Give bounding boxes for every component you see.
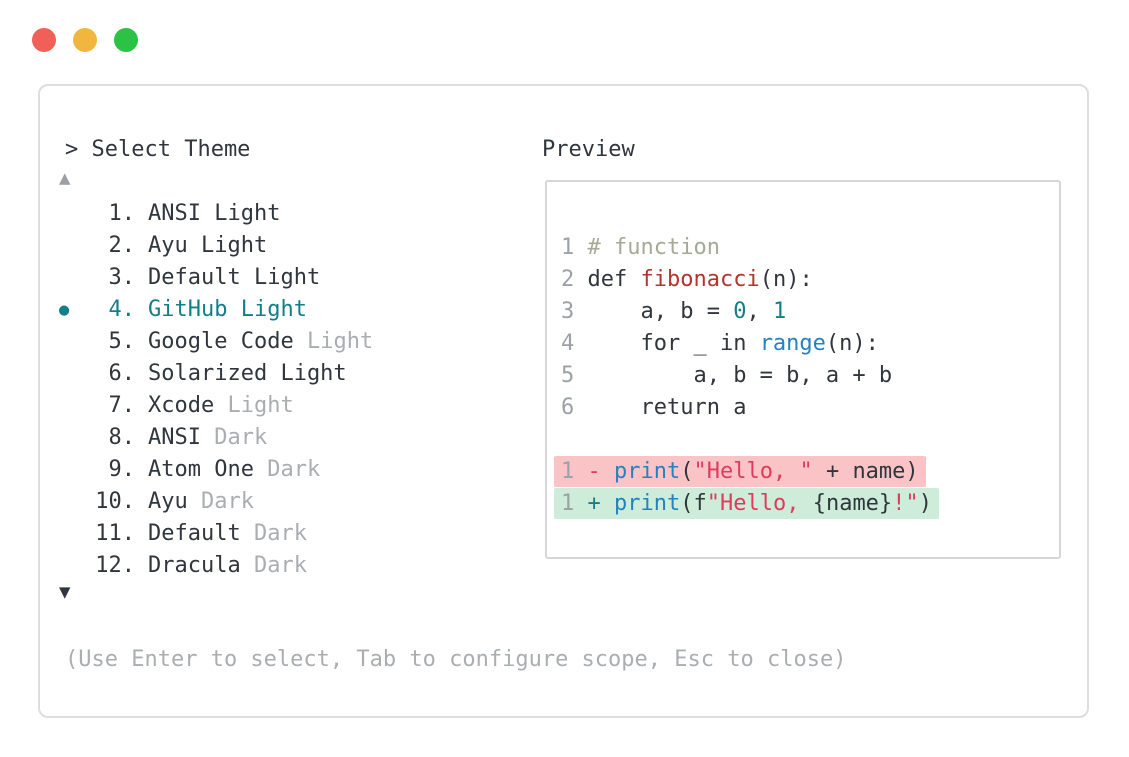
line-number: 4 — [561, 331, 588, 356]
select-theme-prompt: > Select Theme — [65, 137, 251, 162]
theme-list-item[interactable]: 12. Dracula Dark — [40, 550, 510, 582]
selected-indicator-icon — [59, 262, 89, 294]
theme-number: 2. — [108, 233, 136, 258]
selected-indicator-icon — [59, 390, 89, 422]
theme-name: Ayu Light — [148, 233, 268, 258]
code-line — [561, 424, 1059, 456]
theme-list-item[interactable]: 11. Default Dark — [40, 518, 510, 550]
line-number: 5 — [561, 363, 588, 388]
theme-variant-label: Dark — [267, 457, 321, 482]
selected-indicator-icon — [59, 198, 89, 230]
theme-variant-label: Dark — [253, 521, 307, 546]
theme-name: Default Light — [148, 265, 321, 290]
theme-number: 9. — [108, 457, 136, 482]
theme-number: 11. — [95, 521, 135, 546]
line-number: 1 — [561, 235, 588, 260]
theme-name: Ayu — [148, 489, 201, 514]
theme-number: 6. — [108, 361, 136, 386]
theme-name: ANSI Light — [148, 201, 281, 226]
zoom-button[interactable] — [114, 28, 138, 52]
theme-list-item[interactable]: 10. Ayu Dark — [40, 486, 510, 518]
selected-indicator-icon — [59, 550, 89, 582]
scroll-up-icon[interactable]: ▲ — [59, 167, 71, 189]
theme-variant-label: Dark — [214, 425, 268, 450]
selected-indicator-icon: ● — [59, 300, 70, 320]
theme-variant-label: Dark — [253, 553, 307, 578]
theme-name: Xcode — [148, 393, 228, 418]
theme-list-item[interactable]: 7. Xcode Light — [40, 390, 510, 422]
theme-list-item[interactable]: 1. ANSI Light — [40, 198, 510, 230]
selected-indicator-icon — [59, 422, 89, 454]
code-line: 1 # function — [561, 235, 720, 260]
diff-line-added: 1 + print(f"Hello, {name}!") — [554, 488, 1059, 520]
selected-indicator-icon — [59, 326, 89, 358]
theme-list-item[interactable]: 8. ANSI Dark — [40, 422, 510, 454]
theme-number: 3. — [108, 265, 136, 290]
theme-list: 1. ANSI Light 2. Ayu Light 3. Default Light… — [40, 198, 510, 582]
theme-list-item[interactable]: 3. Default Light — [40, 262, 510, 294]
theme-number: 7. — [108, 393, 136, 418]
theme-variant-label: Light — [306, 329, 374, 354]
preview-title: Preview — [542, 137, 635, 162]
selected-indicator-icon — [59, 454, 89, 486]
close-button[interactable] — [32, 28, 56, 52]
theme-variant-label: Light — [227, 393, 294, 418]
selected-indicator-icon — [59, 230, 89, 262]
theme-name: Google Code — [148, 329, 307, 354]
theme-number: 1. — [108, 201, 136, 226]
selected-indicator-icon — [59, 486, 89, 518]
minimize-button[interactable] — [73, 28, 97, 52]
line-number: 1 — [561, 491, 588, 516]
theme-name: Atom One — [148, 457, 268, 482]
theme-variant-label: Dark — [200, 489, 254, 514]
theme-name: Solarized Light — [148, 361, 347, 386]
theme-list-item[interactable]: 6. Solarized Light — [40, 358, 510, 390]
theme-list-item[interactable]: ● 4. GitHub Light — [40, 294, 510, 326]
theme-list-item[interactable]: 5. Google Code Light — [40, 326, 510, 358]
line-number: 6 — [561, 395, 588, 420]
theme-number: 8. — [108, 425, 136, 450]
theme-name: Dracula — [148, 553, 254, 578]
code-line: 4 for _ in range(n): — [561, 331, 879, 356]
theme-picker-panel: > Select Theme Preview ▲ 1. ANSI Light 2.… — [38, 84, 1089, 718]
line-number: 2 — [561, 267, 588, 292]
theme-name: GitHub Light — [148, 297, 307, 322]
code-line: 2 def fibonacci(n): — [561, 267, 813, 292]
theme-list-item[interactable]: 9. Atom One Dark — [40, 454, 510, 486]
theme-name: ANSI — [148, 425, 215, 450]
theme-number: 4. — [108, 297, 136, 322]
theme-number: 10. — [95, 489, 135, 514]
preview-pane: 1 # function 2 def fibonacci(n): 3 a, b = … — [545, 180, 1061, 559]
help-text: (Use Enter to select, Tab to configure s… — [65, 647, 847, 672]
line-number: 1 — [561, 459, 588, 484]
line-number: 3 — [561, 299, 588, 324]
code-line: 5 a, b = b, a + b — [561, 363, 893, 388]
diff-line-removed: 1 - print("Hello, " + name) — [554, 456, 1059, 488]
theme-list-item[interactable]: 2. Ayu Light — [40, 230, 510, 262]
traffic-lights — [32, 28, 138, 52]
theme-name: Default — [148, 521, 254, 546]
selected-indicator-icon — [59, 358, 89, 390]
scroll-down-icon[interactable]: ▼ — [59, 581, 71, 603]
theme-number: 12. — [95, 553, 135, 578]
code-line: 6 return a — [561, 395, 747, 420]
theme-number: 5. — [108, 329, 136, 354]
code-line: 3 a, b = 0, 1 — [561, 299, 787, 324]
selected-indicator-icon — [59, 518, 89, 550]
